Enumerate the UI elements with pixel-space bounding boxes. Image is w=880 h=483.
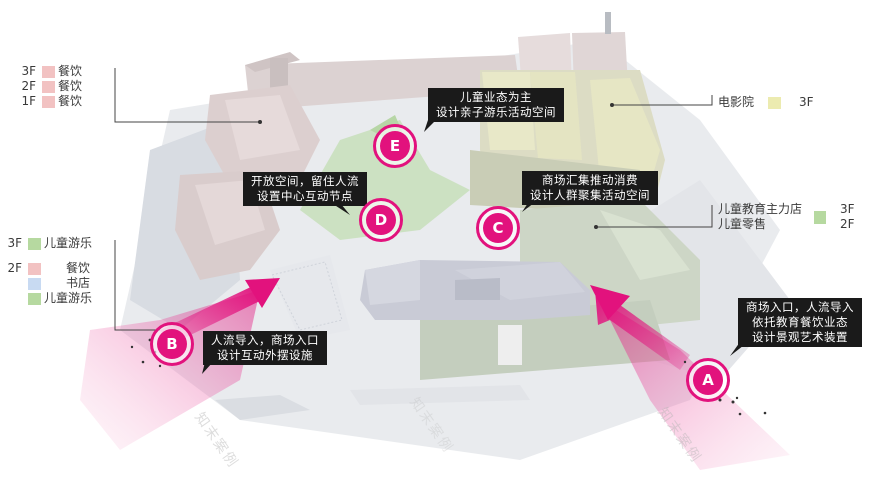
legend-row: 书店 <box>0 276 110 291</box>
kids-swatch-icon <box>28 292 41 305</box>
callout-b: 人流导入，商场入口 设计互动外摆设施 <box>203 331 327 365</box>
marker-a: A <box>686 358 730 402</box>
callout-line: 依托教育餐饮业态 <box>752 315 848 329</box>
callout-line: 商场入口，人流导入 <box>746 300 854 314</box>
legend-row: 电影院 3F <box>718 95 814 110</box>
callout-line: 设计人群聚集活动空间 <box>530 188 650 202</box>
marker-label: A <box>693 365 723 395</box>
floor-label: 1F <box>21 94 36 108</box>
marker-e: E <box>373 124 417 168</box>
legend-label: 书店 <box>66 276 91 290</box>
callout-a: 商场入口，人流导入 依托教育餐饮业态 设计景观艺术装置 <box>738 298 862 347</box>
people-dots-a <box>683 360 767 416</box>
callout-line: 人流导入，商场入口 <box>211 333 319 347</box>
floor-label: 2F <box>21 79 36 93</box>
floor-label: 3F <box>840 202 855 216</box>
leader-lines <box>114 68 713 331</box>
callout-d: 开放空间，留住人流 设置中心互动节点 <box>243 172 367 206</box>
callout-line: 设计互动外摆设施 <box>217 348 313 362</box>
bookstore-swatch-icon <box>28 277 41 290</box>
callout-line: 设计亲子游乐活动空间 <box>436 105 556 119</box>
leader-dot <box>594 225 598 229</box>
callout-line: 开放空间，留住人流 <box>251 174 359 188</box>
dining-swatch-icon <box>42 80 55 93</box>
marker-d: D <box>359 198 403 242</box>
floor-label: 2F <box>7 261 22 275</box>
arrow-a-icon <box>595 290 690 370</box>
legend-cinema: 电影院 3F <box>718 95 814 110</box>
legend-west-kids: 3F 儿童游乐 2F 餐饮 书店 儿童游乐 <box>0 236 110 306</box>
marker-label: D <box>366 205 396 235</box>
legend-label: 餐饮 <box>58 79 83 93</box>
callout-line: 商场汇集推动消费 <box>542 173 638 187</box>
marker-label: E <box>380 131 410 161</box>
floor-label: 3F <box>7 236 22 250</box>
legend-label: 儿童游乐 <box>44 236 93 250</box>
legend-label: 餐饮 <box>66 261 91 275</box>
legend-row: 儿童游乐 <box>0 291 110 306</box>
legend-label: 餐饮 <box>58 64 83 78</box>
south-steps <box>215 385 530 420</box>
patterned-walkway <box>270 255 350 340</box>
leader-dot <box>610 103 614 107</box>
floor-label: 2F <box>840 217 855 231</box>
legend-label: 电影院 <box>718 95 755 109</box>
legend-row: 1F 餐饮 <box>14 94 82 109</box>
dining-swatch-icon <box>28 262 41 275</box>
marker-b: B <box>150 322 194 366</box>
kids-swatch-icon <box>814 210 827 224</box>
callout-e: 儿童业态为主 设计亲子游乐活动空间 <box>428 88 564 122</box>
legend-row: 2F 餐饮 <box>0 261 110 276</box>
cinema-swatch-icon <box>768 96 782 109</box>
floor-label: 3F <box>21 64 36 78</box>
dining-swatch-icon <box>42 65 55 78</box>
legend-kids-education: 儿童教育主力店 儿童零售 3F 2F <box>718 202 855 232</box>
floor-label: 3F <box>799 95 814 109</box>
leader-dot <box>258 120 262 124</box>
marker-label: B <box>157 329 187 359</box>
building-central-mall <box>360 260 590 365</box>
callout-line: 儿童业态为主 <box>460 90 532 104</box>
callout-line: 设计景观艺术装置 <box>752 330 848 344</box>
legend-label: 儿童零售 <box>718 217 767 231</box>
marker-c: C <box>476 206 520 250</box>
marker-label: C <box>483 213 513 243</box>
legend-west-dining: 3F 餐饮 2F 餐饮 1F 餐饮 <box>14 64 82 109</box>
kids-swatch-icon <box>28 237 41 250</box>
dining-swatch-icon <box>42 95 55 108</box>
legend-label: 儿童游乐 <box>44 291 93 305</box>
legend-row: 3F 儿童游乐 <box>0 236 110 251</box>
legend-label: 儿童教育主力店 <box>718 202 803 216</box>
callout-line: 设置中心互动节点 <box>257 189 353 203</box>
legend-row: 3F 餐饮 <box>14 64 82 79</box>
legend-label: 餐饮 <box>58 94 83 108</box>
legend-row: 2F 餐饮 <box>14 79 82 94</box>
callout-c: 商场汇集推动消费 设计人群聚集活动空间 <box>522 171 658 205</box>
